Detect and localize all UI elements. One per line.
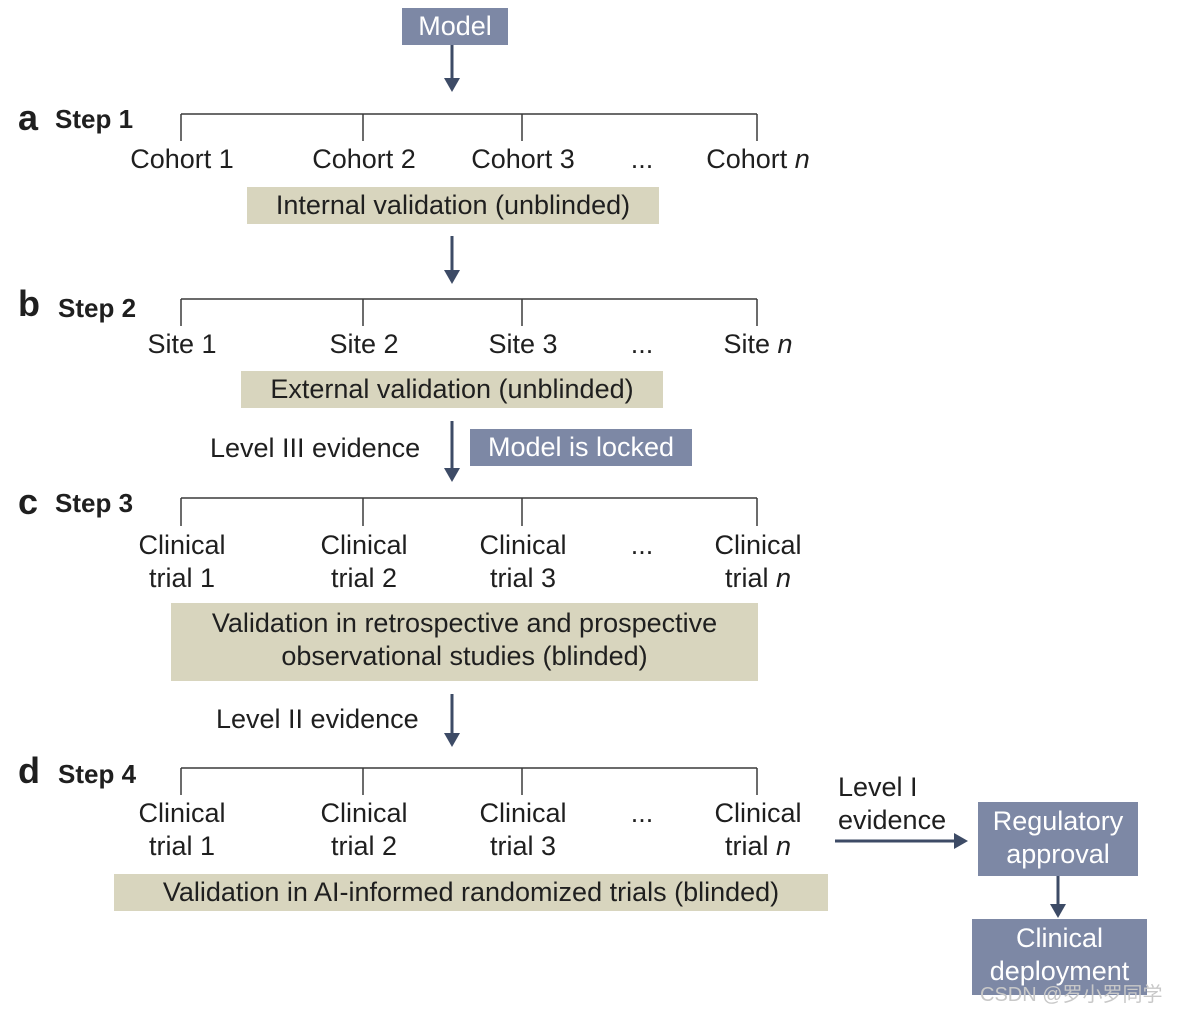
- step-2-label: Step 2: [58, 293, 137, 323]
- step-1-label: Step 1: [55, 104, 134, 134]
- step2-item-n: Site n: [723, 329, 793, 359]
- level-3-evidence-label: Level III evidence: [210, 433, 421, 463]
- regulatory-to-deployment-arrow-head: [1050, 904, 1066, 918]
- step4-box: Validation in AI-informed randomized tri…: [114, 874, 828, 911]
- step1-box: Internal validation (unblinded): [247, 187, 659, 224]
- step1-item-3: Cohort 3: [471, 144, 575, 174]
- step3-item-ellipsis: ...: [630, 530, 654, 560]
- step1-item-n: Cohort n: [706, 144, 810, 174]
- step1-item-ellipsis: ...: [630, 144, 654, 174]
- step1-item-1: Cohort 1: [130, 144, 234, 174]
- step2-item-ellipsis: ...: [630, 329, 654, 359]
- step4-to-regulatory-arrow-head: [954, 833, 968, 849]
- step2-to-step3-arrow-head: [444, 468, 460, 482]
- model-box: Model: [402, 8, 508, 45]
- model-locked-box: Model is locked: [470, 429, 692, 466]
- level-2-evidence-label: Level II evidence: [216, 704, 419, 734]
- step-b-letter: b: [18, 283, 40, 324]
- step-3-label: Step 3: [55, 488, 134, 518]
- model-to-step1-arrow-head: [444, 78, 460, 92]
- step4-item-ellipsis: ...: [630, 798, 654, 828]
- step3-box: Validation in retrospective and prospect…: [171, 603, 758, 681]
- step-d-letter: d: [18, 750, 40, 791]
- step-c-letter: c: [18, 481, 39, 522]
- step2-box: External validation (unblinded): [241, 371, 663, 408]
- step1-item-2: Cohort 2: [312, 144, 416, 174]
- step1-to-step2-arrow-head: [444, 270, 460, 284]
- step2-item-2: Site 2: [329, 329, 399, 359]
- step3-to-step4-arrow-head: [444, 733, 460, 747]
- step-4-label: Step 4: [58, 759, 137, 789]
- step2-item-1: Site 1: [147, 329, 217, 359]
- step-a-letter: a: [18, 97, 39, 138]
- step2-item-3: Site 3: [488, 329, 558, 359]
- watermark: CSDN @罗小罗同学: [980, 984, 1163, 1006]
